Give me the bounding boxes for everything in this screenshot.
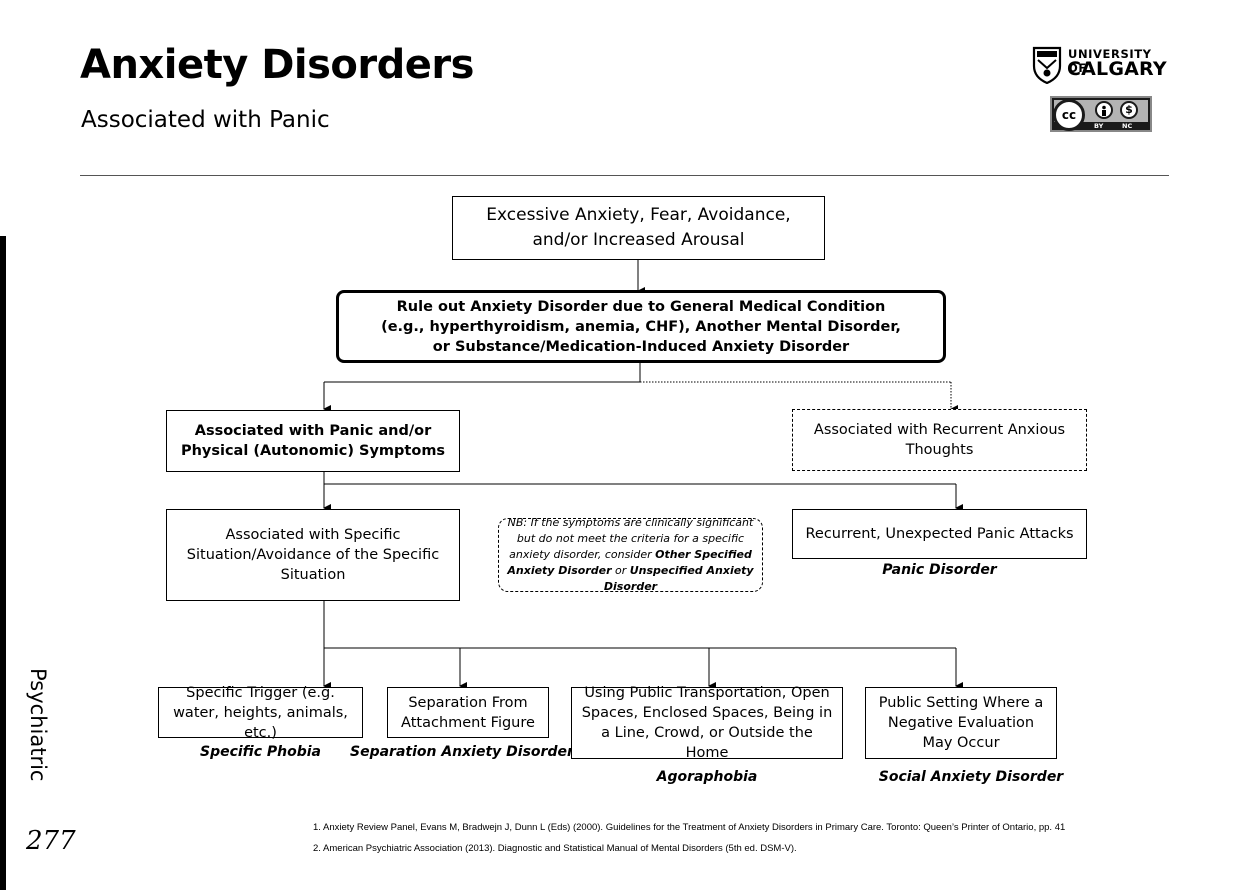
university-logo: UNIVERSITY OF CALGARY	[1032, 46, 1172, 86]
noncommercial-icon: $	[1120, 101, 1138, 119]
note-prefix: NB: If the symptoms are clinically signi…	[507, 516, 754, 561]
leaf-3-dx: Agoraphobia	[656, 769, 758, 785]
rule-out-text: Rule out Anxiety Disorder due to General…	[381, 298, 901, 355]
cc-license-badge: cc $ BY NC	[1050, 96, 1152, 132]
note-box: NB: If the symptoms are clinically signi…	[498, 515, 763, 595]
note-osad: Other Specified Anxiety Disorder	[507, 548, 752, 577]
page-number: 277	[26, 826, 76, 856]
specific-situation-text: Associated with Specific Situation/Avoid…	[186, 527, 440, 583]
university-name-text: CALGARY	[1067, 58, 1167, 80]
leaf-1-text: Specific Trigger (e.g. water, heights, a…	[173, 684, 348, 741]
leaf-2-text: Separation From Attachment Figure	[401, 694, 535, 731]
leaf-box-3: Using Public Transportation, Open Spaces…	[571, 685, 843, 761]
start-box-text: Excessive Anxiety, Fear, Avoidance, and/…	[486, 205, 791, 250]
note-text: NB: If the symptoms are clinically signi…	[505, 515, 756, 595]
leaf-box-2: Separation From Attachment Figure	[387, 687, 549, 738]
rule-out-box: Rule out Anxiety Disorder due to General…	[336, 290, 946, 363]
panic-disorder-label: Panic Disorder	[882, 562, 997, 578]
crest-icon	[1032, 46, 1062, 84]
leaf-4-dx: Social Anxiety Disorder	[878, 769, 1064, 785]
leaf-3-text: Using Public Transportation, Open Spaces…	[581, 685, 833, 761]
footnote-1: 1. Anxiety Review Panel, Evans M, Bradwe…	[313, 822, 1066, 833]
leaf-box-1: Specific Trigger (e.g. water, heights, a…	[158, 685, 363, 741]
panic-attacks-text: Recurrent, Unexpected Panic Attacks	[805, 526, 1074, 542]
license-by-label: BY	[1094, 122, 1104, 130]
footnote-2: 2. American Psychiatric Association (201…	[313, 843, 797, 854]
panic-attacks-box: Recurrent, Unexpected Panic Attacks	[792, 509, 1087, 559]
leaf-1-dx: Specific Phobia	[199, 744, 321, 760]
leaf-2-dx: Separation Anxiety Disorder	[350, 744, 574, 760]
leaf-box-4: Public Setting Where a Negative Evaluati…	[865, 687, 1057, 759]
note-or: or	[611, 564, 630, 577]
license-nc-label: NC	[1122, 122, 1133, 130]
start-box: Excessive Anxiety, Fear, Avoidance, and/…	[452, 196, 825, 260]
page-title: Anxiety Disorders	[80, 42, 474, 88]
attribution-icon	[1095, 101, 1113, 119]
panic-physical-text: Associated with Panic and/or Physical (A…	[180, 423, 446, 459]
note-usad: Unspecified Anxiety Disorder	[603, 564, 754, 593]
side-accent-bar	[0, 236, 6, 890]
recurrent-thoughts-box: Associated with Recurrent Anxious Though…	[792, 409, 1087, 471]
specific-situation-box: Associated with Specific Situation/Avoid…	[166, 509, 460, 601]
page-subtitle: Associated with Panic	[81, 107, 330, 133]
university-of-text: UNIVERSITY OF	[1068, 47, 1152, 75]
header-divider	[80, 175, 1169, 176]
leaf-4-text: Public Setting Where a Negative Evaluati…	[878, 695, 1044, 751]
cc-icon: cc	[1053, 99, 1085, 131]
panic-physical-box: Associated with Panic and/or Physical (A…	[166, 410, 460, 472]
recurrent-thoughts-text: Associated with Recurrent Anxious Though…	[813, 422, 1066, 458]
